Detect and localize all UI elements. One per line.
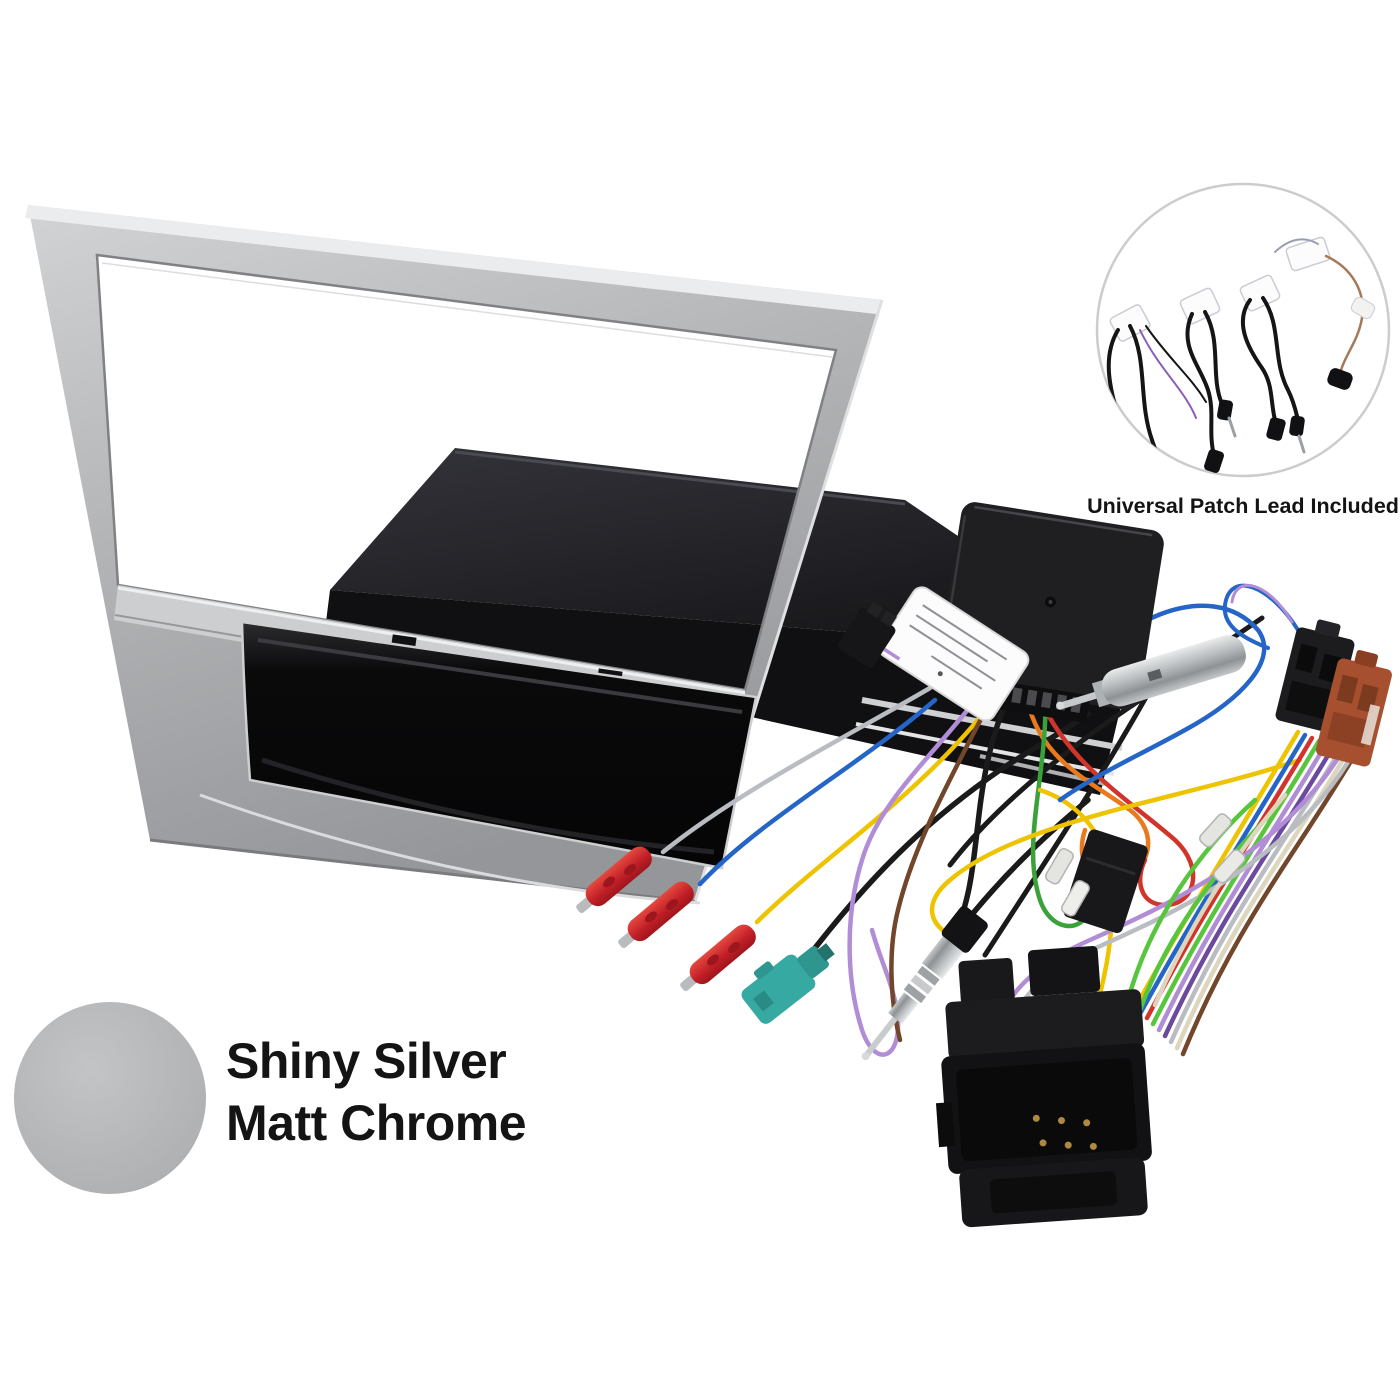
iso-connector-black bbox=[1275, 619, 1355, 733]
antenna-adapter-barrel bbox=[1056, 635, 1246, 710]
bullet-connector-red bbox=[618, 881, 694, 949]
crimp-connector-clear bbox=[1045, 813, 1246, 917]
din-antenna-plug bbox=[861, 905, 988, 1061]
iso-connector-brown bbox=[1315, 650, 1392, 767]
pocket-inner-edge bbox=[257, 638, 743, 714]
micro-connector bbox=[837, 601, 901, 668]
finish-color-swatch: Shiny Silver Matt Chrome bbox=[14, 1002, 527, 1194]
connector-pins bbox=[1032, 1114, 1097, 1150]
harness-label bbox=[878, 586, 1030, 722]
cage-rail bbox=[861, 697, 1123, 751]
swatch-label-line2: Matt Chrome bbox=[226, 1095, 526, 1151]
patch-lead-inset: Universal Patch Lead Included bbox=[1087, 182, 1399, 518]
swatch-circle bbox=[14, 1002, 206, 1194]
cage-rail bbox=[855, 722, 1115, 776]
aperture-inner-line bbox=[101, 262, 833, 358]
din-pin bbox=[1060, 690, 1101, 710]
fascia-swoosh-highlight bbox=[199, 793, 701, 905]
double-din-fascia-panel bbox=[25, 205, 884, 905]
bullet-connector-red bbox=[576, 846, 652, 914]
fakra-aerial-connector bbox=[741, 943, 835, 1024]
relay-block bbox=[1063, 829, 1148, 934]
storage-pocket bbox=[242, 622, 756, 868]
fascia-top-bevel bbox=[25, 205, 882, 314]
sill-highlight bbox=[117, 586, 746, 695]
bullet-connector-red bbox=[680, 924, 756, 992]
inset-caption: Universal Patch Lead Included bbox=[1087, 494, 1399, 518]
quadlock-connector bbox=[935, 945, 1152, 1228]
pocket-lip bbox=[240, 620, 758, 870]
patch-lead bbox=[1274, 236, 1376, 390]
cage-edge-highlight bbox=[454, 450, 906, 506]
pocket-gloss bbox=[261, 757, 715, 855]
patch-lead bbox=[1179, 287, 1237, 473]
patch-lead bbox=[1239, 274, 1306, 454]
swatch-label-line1: Shiny Silver bbox=[226, 1033, 506, 1089]
